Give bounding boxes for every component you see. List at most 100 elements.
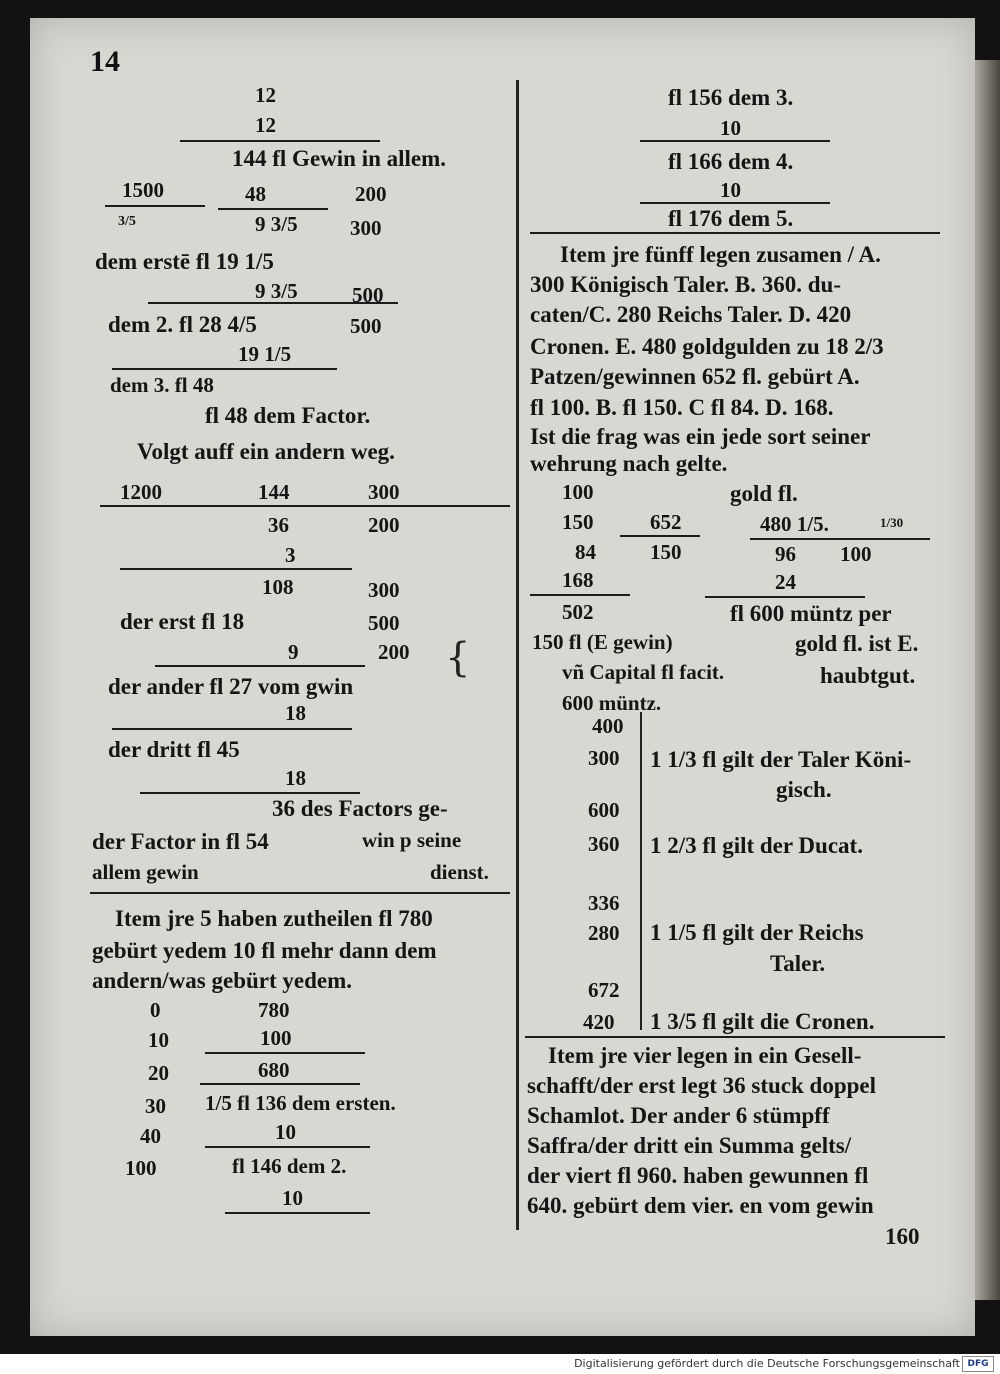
left-line: fl 146 dem 2.	[232, 1154, 347, 1178]
left-line: 1200	[120, 480, 162, 504]
rule	[200, 1083, 360, 1085]
rule	[530, 594, 630, 596]
left-line: 36	[268, 513, 289, 537]
paragraph-line: schafft/der erst legt 36 stuck doppel	[527, 1073, 877, 1098]
left-line: 9	[288, 640, 299, 664]
rule	[640, 202, 830, 204]
left-line: 3	[285, 543, 296, 567]
left-line: 200	[378, 640, 410, 664]
paragraph-line: gebürt yedem 10 fl mehr dann dem	[92, 938, 437, 963]
rule	[155, 665, 365, 667]
left-line: 100	[125, 1156, 157, 1180]
paragraph-line: 300 Königisch Taler. B. 360. du-	[530, 272, 842, 297]
rule	[120, 568, 352, 570]
left-line: 12	[255, 113, 276, 137]
left-line: 300	[368, 578, 400, 602]
rule	[180, 140, 380, 142]
right-line: gold fl.	[730, 481, 798, 506]
rule	[620, 535, 700, 537]
left-heading: Volgt auff ein andern weg.	[137, 439, 395, 464]
left-line: 10	[275, 1120, 296, 1144]
left-line: 36 des Factors ge-	[272, 796, 448, 821]
left-line: 680	[258, 1058, 290, 1082]
right-line: 1 2/3 fl gilt der Ducat.	[650, 833, 863, 858]
right-line: 1 1/3 fl gilt der Taler Köni-	[650, 747, 912, 772]
rule	[205, 1146, 370, 1148]
left-line: der Factor in fl 54	[92, 829, 269, 854]
right-line: gold fl. ist E.	[795, 631, 919, 656]
paragraph-line: Patzen/gewinnen 652 fl. gebürt A.	[530, 364, 860, 389]
left-line: 1/5 fl 136 dem ersten.	[205, 1091, 396, 1115]
left-line: 18	[285, 766, 306, 790]
right-line: vñ Capital fl facit.	[562, 660, 725, 684]
left-line: 9 3/5	[255, 212, 298, 236]
left-line: 48	[245, 182, 266, 206]
right-line: 168	[562, 568, 594, 592]
right-line: 150	[562, 510, 594, 534]
rule	[640, 140, 830, 142]
right-line: 600	[588, 798, 620, 822]
right-line: 1 1/5 fl gilt der Reichs	[650, 920, 864, 945]
rule	[90, 892, 510, 894]
left-line: dem erstē fl 19 1/5	[95, 249, 274, 274]
right-line: fl 176 dem 5.	[668, 206, 794, 231]
paragraph-line: andern/was gebürt yedem.	[92, 968, 353, 993]
paragraph-line: Cronen. E. 480 goldgulden zu 18 2/3	[530, 334, 884, 359]
left-line: 108	[262, 575, 294, 599]
right-line: fl 156 dem 3.	[668, 85, 794, 110]
left-line: dem 3. fl 48	[110, 373, 214, 397]
right-line: 1 3/5 fl gilt die Cronen.	[650, 1009, 875, 1034]
rule	[218, 208, 328, 210]
right-line: Taler.	[770, 951, 826, 976]
right-line: 360	[588, 832, 620, 856]
paragraph-line: wehrung nach gelte.	[530, 451, 728, 476]
right-line: 24	[775, 570, 796, 594]
right-line: fl 600 müntz per	[730, 601, 892, 626]
left-line: 3/5	[118, 214, 136, 229]
right-line: 400	[592, 714, 624, 738]
rule	[112, 368, 337, 370]
paragraph-line: Saffra/der dritt ein Summa gelts/	[527, 1133, 852, 1158]
right-line: 672	[588, 978, 620, 1002]
catchword: 160	[885, 1224, 920, 1249]
left-line: 12	[255, 83, 276, 107]
left-line: 500	[350, 314, 382, 338]
right-line: haubtgut.	[820, 663, 916, 688]
left-line: allem gewin	[92, 860, 199, 884]
left-line: dienst.	[430, 860, 489, 884]
left-line: 144	[258, 480, 290, 504]
right-line: 420	[583, 1010, 615, 1034]
right-line: 336	[588, 891, 620, 915]
left-line: 100	[260, 1026, 292, 1050]
left-line: 1500	[122, 178, 164, 202]
left-line: 10	[282, 1186, 303, 1210]
rule	[148, 302, 398, 304]
left-line: 144 fl Gewin in allem.	[232, 146, 447, 171]
left-line: der erst fl 18	[120, 609, 245, 634]
left-line: 9 3/5	[255, 279, 298, 303]
paragraph-line: Item jre fünff legen zusamen / A.	[560, 242, 881, 267]
paragraph-line: Item jre vier legen in ein Gesell-	[548, 1043, 862, 1068]
left-line: 200	[355, 182, 387, 206]
left-line: 19 1/5	[238, 342, 292, 366]
left-line: 500	[368, 611, 400, 635]
left-line: 500	[352, 283, 384, 307]
right-line: fl 166 dem 4.	[668, 149, 794, 174]
right-line: 1/30	[880, 515, 904, 530]
rule	[705, 596, 865, 598]
rule	[140, 792, 360, 794]
footer-bar	[0, 1354, 1000, 1374]
footer-credit: Digitalisierung gefördert durch die Deut…	[574, 1357, 960, 1370]
left-line: 780	[258, 998, 290, 1022]
rule	[100, 505, 510, 507]
book-page	[30, 18, 975, 1336]
right-line: 96	[775, 542, 796, 566]
left-line: 30	[145, 1094, 166, 1118]
rule	[525, 1036, 945, 1038]
paragraph-line: Item jre 5 haben zutheilen fl 780	[115, 906, 433, 931]
paragraph-line: caten/C. 280 Reichs Taler. D. 420	[530, 302, 852, 327]
paragraph-line: Ist die frag was ein jede sort seiner	[530, 424, 871, 449]
page-number: 14	[90, 45, 120, 78]
left-line: fl 48 dem Factor.	[205, 403, 371, 428]
right-line: 502	[562, 600, 594, 624]
